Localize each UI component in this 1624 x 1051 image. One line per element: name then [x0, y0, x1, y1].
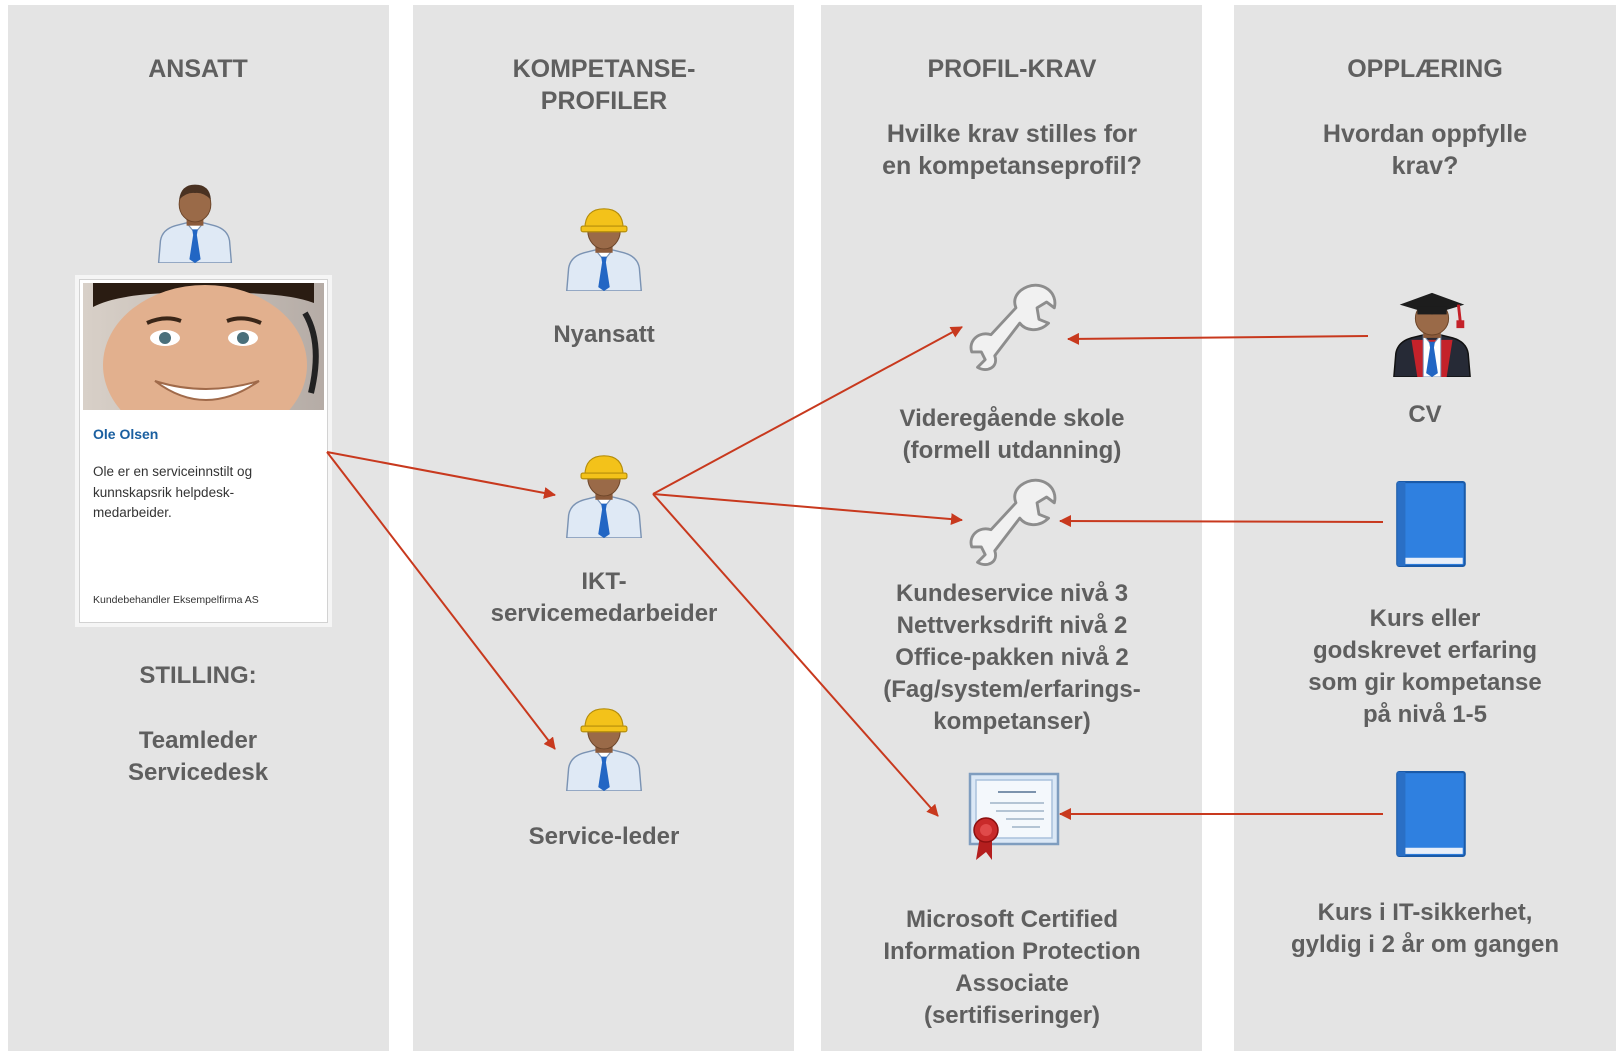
worker-hardhat-icon: [561, 708, 647, 791]
position-title: Teamleder Servicedesk: [127, 727, 269, 786]
worker-hardhat-icon: [561, 208, 647, 291]
training-label-kurs-erfaring: Kurs eller godskrevet erfaring som gir k…: [1308, 605, 1542, 728]
employee-company: Kundebehandler Eksempelfirma AS: [93, 594, 259, 606]
column-title-kompetanseprofiler: KOMPETANSE- PROFILER: [512, 55, 696, 115]
position-label: STILLING:: [139, 662, 257, 689]
certificate-icon: [968, 772, 1060, 860]
requirement-label-videregaende: Videregående skole (formell utdanning): [899, 405, 1125, 464]
requirement-label-kompetanser: Kundeservice nivå 3 Nettverksdrift nivå …: [883, 580, 1141, 735]
arrow-ikt-to-videregaende: [652, 326, 963, 495]
requirement-label-sertifisering: Microsoft Certified Information Protecti…: [883, 906, 1141, 1029]
profile-label-nyansatt: Nyansatt: [553, 321, 655, 348]
arrow-ikt-to-sertifisering: [652, 493, 939, 817]
employee-card[interactable]: Ole Olsen Ole er en serviceinnstilt og k…: [79, 279, 328, 623]
graduate-icon: [1393, 292, 1471, 377]
worker-hardhat-icon: [561, 455, 647, 538]
column-title-profil-krav: PROFIL-KRAV: [927, 55, 1097, 83]
arrow-cv-to-videregaende: [1067, 332, 1369, 345]
training-label-cv: CV: [1408, 401, 1442, 428]
employee-icon: [153, 184, 237, 264]
employee-photo: [83, 283, 324, 410]
profile-label-ikt-servicemedarbeider: IKT- servicemedarbeider: [490, 568, 718, 627]
arrow-card-to-ikt: [326, 451, 556, 499]
employee-name: Ole Olsen: [93, 426, 159, 442]
arrow-kurs-to-kompetanser: [1059, 515, 1384, 528]
column-subtitle-profil-krav: Hvilke krav stilles for en kompetansepro…: [882, 120, 1142, 180]
column-title-opplaering: OPPLÆRING: [1347, 55, 1503, 83]
arrow-ikt-to-kompetanser: [652, 493, 963, 526]
training-label-it-sikkerhet: Kurs i IT-sikkerhet, gyldig i 2 år om ga…: [1290, 899, 1560, 958]
profile-label-service-leder: Service-leder: [528, 823, 680, 850]
column-subtitle-opplaering: Hvordan oppfylle krav?: [1322, 120, 1528, 180]
arrow-card-to-service-leder: [326, 451, 556, 750]
employee-description: Ole er en serviceinnstilt og kunnskapsri…: [93, 464, 253, 520]
column-title-ansatt: ANSATT: [148, 55, 248, 83]
